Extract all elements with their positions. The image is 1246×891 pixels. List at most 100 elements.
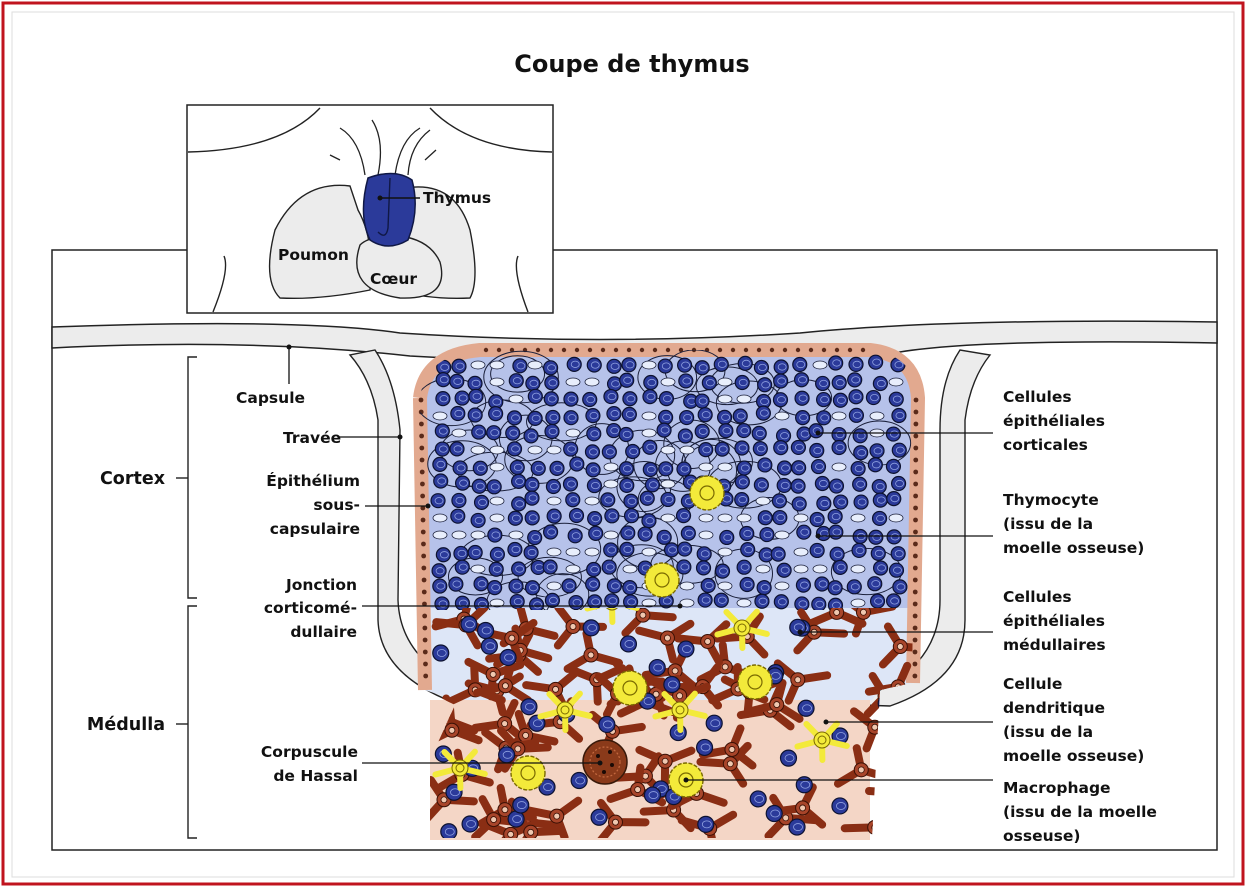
epithelium-nucleus [744, 348, 748, 352]
epithelial-nucleus [794, 565, 808, 573]
epithelial-nucleus [490, 361, 504, 369]
medullary-nucleus [502, 807, 508, 813]
epithelium-nucleus [421, 530, 426, 535]
dot-capsule [287, 345, 292, 350]
epithelial-nucleus [775, 582, 789, 590]
epithelium-nucleus [913, 638, 918, 643]
epithelial-nucleus [547, 497, 561, 505]
epithelial-nucleus [756, 565, 770, 573]
epithelial-nucleus [699, 463, 713, 471]
medullary-nucleus [705, 638, 711, 644]
medullary-nucleus [795, 677, 801, 683]
epithelial-nucleus [775, 412, 789, 420]
epithelium-nucleus [913, 662, 918, 667]
epithelium-nucleus [653, 348, 657, 352]
epithelial-nucleus [661, 378, 675, 386]
label-travee: Travée [283, 429, 341, 447]
epithelial-nucleus [737, 395, 751, 403]
dendritic-cell [557, 702, 573, 718]
diagram-title: Coupe de thymus [514, 50, 749, 78]
medullary-nucleus [491, 817, 497, 823]
medullary-nucleus [502, 683, 508, 689]
epithelial-nucleus [642, 548, 656, 556]
dot-macrophage [684, 778, 689, 783]
epithelium-nucleus [419, 434, 424, 439]
epithelial-nucleus [889, 514, 903, 522]
medullary-nucleus [677, 693, 683, 699]
dot-jonction [678, 604, 683, 609]
epithelial-nucleus [452, 429, 466, 437]
epithelial-nucleus [604, 463, 618, 471]
epithelial-nucleus [566, 548, 580, 556]
medullary-nucleus [664, 635, 670, 641]
epithelial-nucleus [528, 446, 542, 454]
epithelium-nucleus [421, 554, 426, 559]
epithelium-nucleus [914, 398, 919, 403]
svg-text:corticomé-: corticomé- [264, 599, 357, 617]
epithelium-nucleus [419, 422, 424, 427]
epithelium-nucleus [913, 470, 918, 475]
medullary-nucleus [727, 761, 733, 767]
epithelial-nucleus [642, 361, 656, 369]
medullary-nucleus [662, 758, 668, 764]
medullary-nucleus [502, 721, 508, 727]
epithelial-nucleus [718, 395, 732, 403]
medullary-nucleus [783, 815, 789, 821]
svg-text:sous-: sous- [313, 496, 360, 514]
svg-text:Macrophage: Macrophage [1003, 779, 1111, 797]
medullary-nucleus [635, 787, 641, 793]
epithelial-nucleus [604, 531, 618, 539]
dot-corpuscule [598, 761, 603, 766]
epithelium-nucleus [796, 348, 800, 352]
epithelial-nucleus [718, 582, 732, 590]
epithelial-nucleus [680, 582, 694, 590]
epithelium-nucleus [913, 614, 918, 619]
dot-cortical-cells [816, 431, 821, 436]
epithelium-nucleus [757, 348, 761, 352]
svg-text:Cellule: Cellule [1003, 675, 1062, 693]
epithelial-nucleus [585, 497, 599, 505]
epithelial-nucleus [832, 463, 846, 471]
epithelium-nucleus [913, 518, 918, 523]
epithelium-nucleus [770, 348, 774, 352]
epithelial-nucleus [623, 565, 637, 573]
macrophage-medulla [738, 665, 772, 699]
epithelium-nucleus [731, 348, 735, 352]
epithelial-nucleus [547, 548, 561, 556]
medullary-nucleus [640, 612, 646, 618]
epithelium-nucleus [913, 506, 918, 511]
medullary-nucleus [729, 746, 735, 752]
epithelium-nucleus [627, 348, 631, 352]
medullary-nucleus [449, 727, 455, 733]
epithelial-nucleus [851, 599, 865, 607]
epithelium-nucleus [913, 494, 918, 499]
epithelium-nucleus [422, 578, 427, 583]
epithelium-nucleus [419, 398, 424, 403]
dot-dendritic [824, 720, 829, 725]
medullary-nucleus [800, 805, 806, 811]
svg-text:Jonction: Jonction [285, 576, 357, 594]
epithelial-nucleus [680, 446, 694, 454]
epithelial-nucleus [566, 429, 580, 437]
epithelium-nucleus [420, 494, 425, 499]
epithelium-nucleus [497, 348, 501, 352]
epithelium-nucleus [913, 554, 918, 559]
epithelial-nucleus [509, 395, 523, 403]
epithelium-nucleus [614, 348, 618, 352]
epithelial-nucleus [775, 531, 789, 539]
epithelial-nucleus [851, 565, 865, 573]
dendritic-cell [734, 620, 750, 636]
epithelium-nucleus [913, 458, 918, 463]
medullary-nucleus [897, 644, 903, 650]
epithelial-nucleus [661, 480, 675, 488]
epithelium-nucleus [913, 626, 918, 631]
epithelial-nucleus [718, 548, 732, 556]
dot-medullary-cells [798, 630, 803, 635]
epithelial-nucleus [490, 497, 504, 505]
epithelium-nucleus [419, 446, 424, 451]
epithelium-nucleus [420, 482, 425, 487]
svg-text:corticales: corticales [1003, 436, 1088, 454]
epithelial-nucleus [737, 599, 751, 607]
epithelium-nucleus [562, 348, 566, 352]
